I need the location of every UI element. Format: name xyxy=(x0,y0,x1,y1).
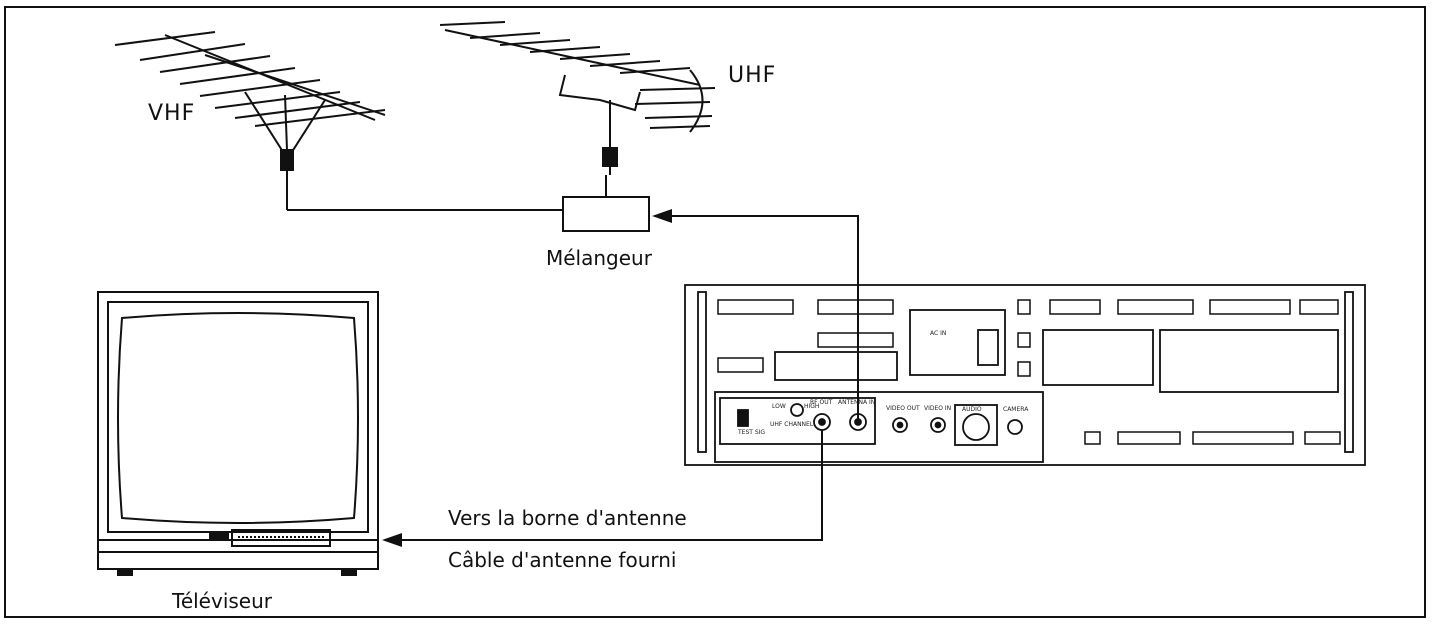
mixer-box xyxy=(562,196,650,232)
arrow-into-tv xyxy=(382,533,402,547)
vcr-label-test-sig: TEST SIG xyxy=(737,429,765,436)
uhf-antenna-icon xyxy=(439,21,716,175)
vcr-label-antenna-in: ANTENNA IN xyxy=(838,399,875,406)
vcr-rear-panel xyxy=(684,284,1366,466)
vcr-label-high: HIGH xyxy=(804,403,819,410)
vcr-to-tv-cable xyxy=(395,430,823,541)
mixer-to-vcr-cable xyxy=(662,215,859,423)
diagram-border xyxy=(4,6,1426,618)
tv-set-icon xyxy=(97,291,379,576)
vcr-label-audio: AUDIO xyxy=(962,406,982,413)
vcr-label-rf-out: RF OUT xyxy=(810,399,833,406)
vhf-antenna-icon xyxy=(114,31,386,180)
vcr-label-ac-in: AC IN xyxy=(930,330,946,337)
vcr-label-video-in: VIDEO IN xyxy=(924,405,951,412)
mixer-label: Mélangeur xyxy=(546,246,653,270)
tv-label: Téléviseur xyxy=(171,589,273,613)
vhf-label: VHF xyxy=(148,101,195,126)
vcr-label-low: LOW xyxy=(772,403,786,410)
arrow-into-mixer xyxy=(652,209,672,223)
vcr-label-video-out: VIDEO OUT xyxy=(886,405,920,412)
vcr-label-camera: CAMERA xyxy=(1003,406,1029,413)
vcr-label-uhf-channel: UHF CHANNEL xyxy=(770,421,814,428)
uhf-label: UHF xyxy=(728,63,776,88)
supplied-cable-label: Câble d'antenne fourni xyxy=(448,548,676,572)
to-antenna-terminal-label: Vers la borne d'antenne xyxy=(448,506,687,530)
